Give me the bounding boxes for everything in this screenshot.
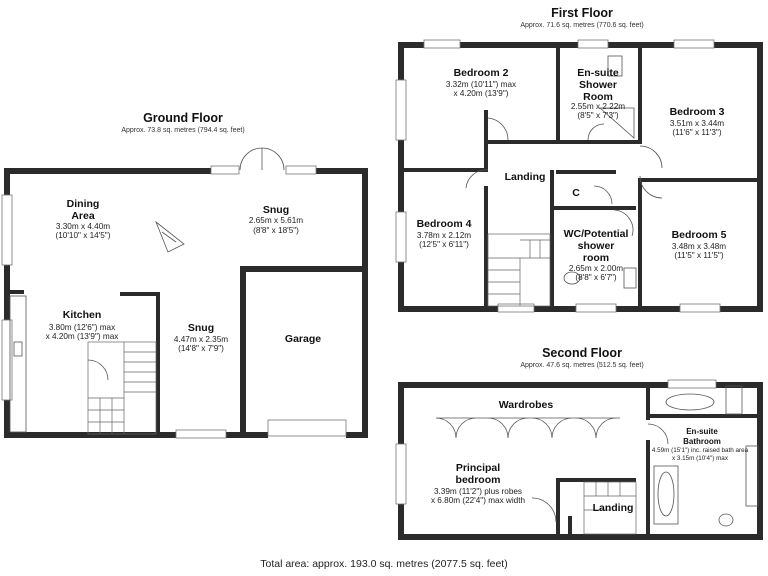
ensuite-bathroom-dim-imperial: x 3.15m (10'4") max: [672, 455, 729, 462]
principal-bedroom-dim-metric: 3.39m (11'2") plus robes: [434, 487, 522, 496]
dining-area-dim-metric: 3.30m x 4.40m: [56, 222, 110, 231]
bedroom-3-dim-imperial: (11'6" x 11'3"): [672, 128, 721, 137]
ground-floor-plan: [1, 147, 368, 439]
bedroom-5-dim-metric: 3.48m x 3.48m: [672, 242, 726, 251]
kitchen-dim-metric: 3.80m (12'6") max: [49, 323, 115, 332]
bedroom-2-dim-imperial: x 4.20m (13'9"): [454, 89, 509, 98]
ensuite-bathroom-dim-metric: 4.59m (15'1") inc. raised bath area: [652, 447, 749, 454]
snug-top-dim-imperial: (8'8" x 18'5"): [253, 226, 299, 235]
wc-label-2: shower: [578, 240, 615, 252]
bedroom-5-dim-imperial: (11'5" x 11'5"): [674, 251, 723, 260]
first-floor-plan: [395, 39, 763, 313]
ensuite-bathroom-label: En-suite: [686, 427, 718, 436]
landing-label: Landing: [505, 171, 546, 183]
bedroom-2-dim-metric: 3.32m (10'11") max: [446, 80, 516, 89]
wc-label-3: room: [583, 252, 609, 264]
dining-area-label-2: Area: [71, 210, 95, 222]
principal-bedroom-label-2: bedroom: [456, 474, 501, 486]
ground-floor-title: Ground Floor: [143, 111, 223, 125]
bedroom-2-label: Bedroom 2: [454, 67, 509, 79]
snug-bottom-dim-metric: 4.47m x 2.35m: [174, 335, 228, 344]
second-floor-title: Second Floor: [542, 346, 622, 360]
snug-bottom-dim-imperial: (14'8" x 7'9"): [178, 344, 224, 353]
bedroom-3-dim-metric: 3.51m x 3.44m: [670, 119, 724, 128]
wc-label: WC/Potential: [564, 228, 629, 240]
first-floor-title: First Floor: [551, 6, 613, 20]
bedroom-4-label: Bedroom 4: [417, 218, 472, 230]
snug-bottom-label: Snug: [188, 322, 214, 334]
second-floor-landing-label: Landing: [593, 502, 634, 514]
wc-dim-metric: 2.65m x 2.00m: [569, 264, 623, 273]
bedroom-3-label: Bedroom 3: [670, 106, 725, 118]
ground-floor-area: Approx. 73.8 sq. metres (794.4 sq. feet): [121, 127, 244, 134]
wc-dim-imperial: (8'8" x 6'7"): [575, 273, 617, 282]
principal-bedroom-label: Principal: [456, 462, 500, 474]
principal-bedroom-dim-imperial: x 6.80m (22'4") max width: [431, 496, 526, 505]
ensuite-shower-dim-metric: 2.55m x 2.22m: [571, 102, 625, 111]
bedroom-4-dim-imperial: (12'5" x 6'11"): [419, 240, 469, 249]
dining-area-dim-imperial: (10'10" x 14'5"): [56, 231, 111, 240]
ensuite-shower-label-3: Room: [583, 91, 613, 103]
ensuite-bathroom-label-2: Bathroom: [683, 437, 721, 446]
dining-area-label: Dining: [67, 198, 100, 210]
bedroom-5-label: Bedroom 5: [672, 229, 727, 241]
first-floor-area: Approx. 71.6 sq. metres (770.6 sq. feet): [520, 22, 643, 29]
snug-top-dim-metric: 2.65m x 5.61m: [249, 216, 303, 225]
garage-label: Garage: [285, 333, 321, 345]
cupboard-label: C: [572, 187, 580, 199]
kitchen-label: Kitchen: [63, 309, 102, 321]
second-floor-area: Approx. 47.6 sq. metres (512.5 sq. feet): [520, 362, 643, 369]
ensuite-shower-label-2: Shower: [579, 79, 617, 91]
ensuite-shower-dim-imperial: (8'5" x 7'3"): [577, 111, 619, 120]
kitchen-dim-imperial: x 4.20m (13'9") max: [46, 332, 119, 341]
ensuite-shower-label: En-suite: [577, 67, 619, 79]
second-floor-plan: [395, 379, 763, 540]
total-area: Total area: approx. 193.0 sq. metres (20…: [260, 558, 507, 570]
bedroom-4-dim-metric: 3.78m x 2.12m: [417, 231, 471, 240]
wardrobes-label: Wardrobes: [499, 399, 554, 411]
snug-top-label: Snug: [263, 204, 289, 216]
